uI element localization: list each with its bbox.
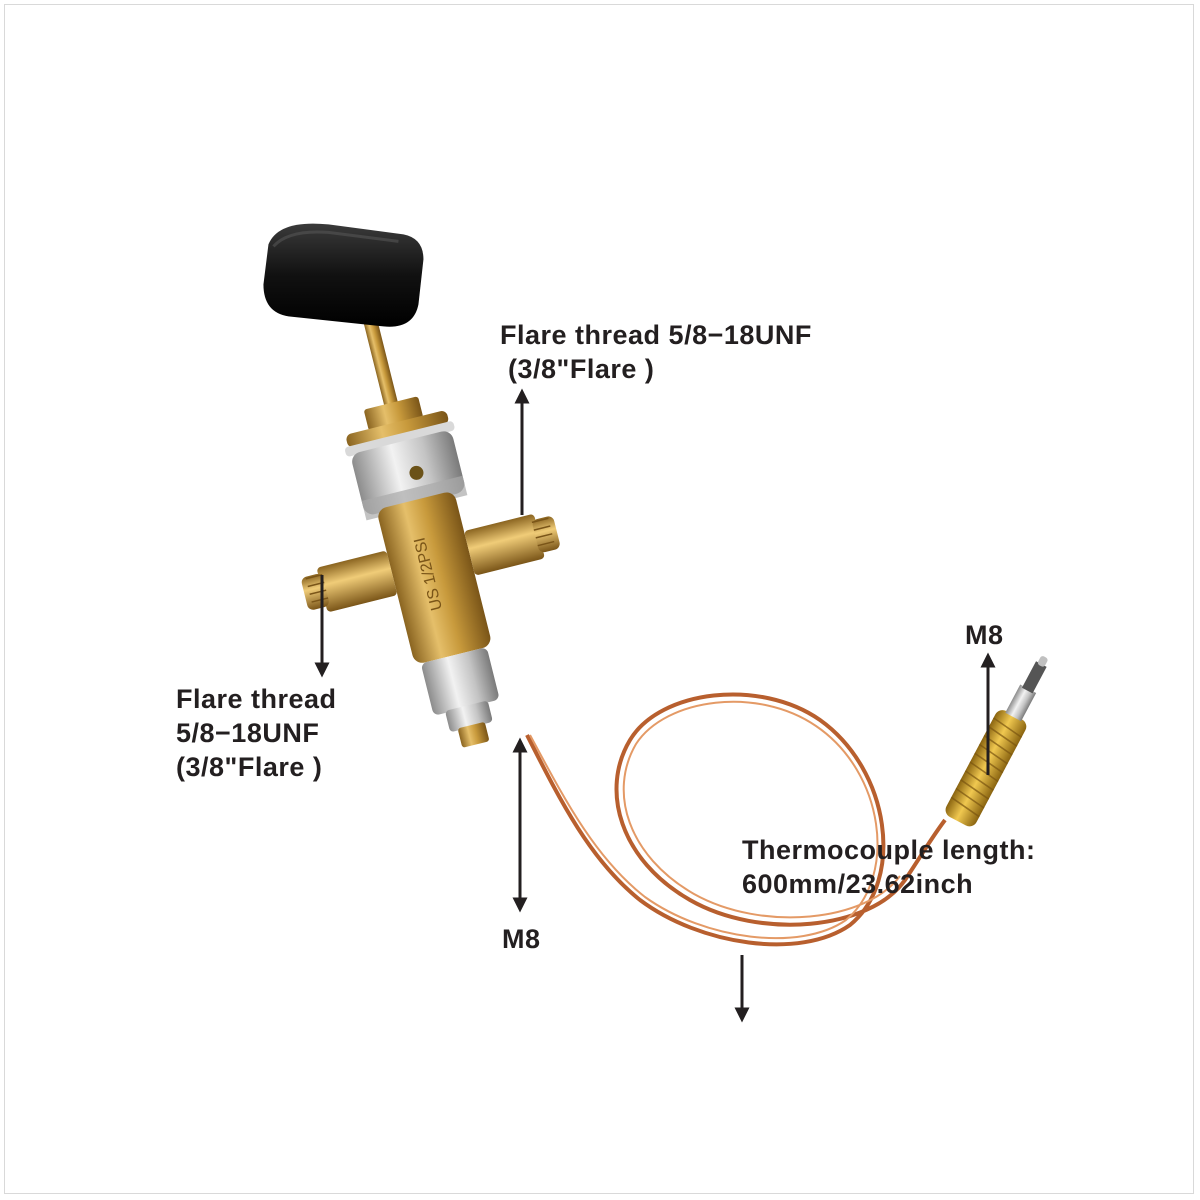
thermocouple-tube <box>525 692 947 947</box>
top-flare-label-line2: (3/8"Flare ) <box>500 354 655 384</box>
left-flare-label: Flare thread 5/8−18UNF (3/8"Flare ) <box>176 682 337 784</box>
right-flare-fitting <box>464 514 560 575</box>
valve-knob <box>263 223 424 327</box>
annotation-arrows <box>314 388 996 1023</box>
top-flare-label-line1: Flare thread 5/8−18UNF <box>500 320 812 350</box>
length-label-line1: Thermocouple length: <box>742 835 1036 865</box>
thermocouple-length-label: Thermocouple length: 600mm/23.62inch <box>742 833 1036 901</box>
left-flare-label-line3: (3/8"Flare ) <box>176 752 323 782</box>
m8-upper-label: M8 <box>965 620 1004 650</box>
m8-lower-label: M8 <box>502 924 541 954</box>
thermocouple-sensor <box>945 656 1048 827</box>
left-flare-label-line1: Flare thread <box>176 684 337 714</box>
left-flare-fitting <box>301 551 397 612</box>
image-frame <box>4 4 1194 1194</box>
left-flare-label-line2: 5/8−18UNF <box>176 718 320 748</box>
length-label-line2: 600mm/23.62inch <box>742 869 974 899</box>
top-flare-label: Flare thread 5/8−18UNF (3/8"Flare ) <box>500 318 812 386</box>
gas-valve: US 1/2PSI <box>263 223 560 748</box>
